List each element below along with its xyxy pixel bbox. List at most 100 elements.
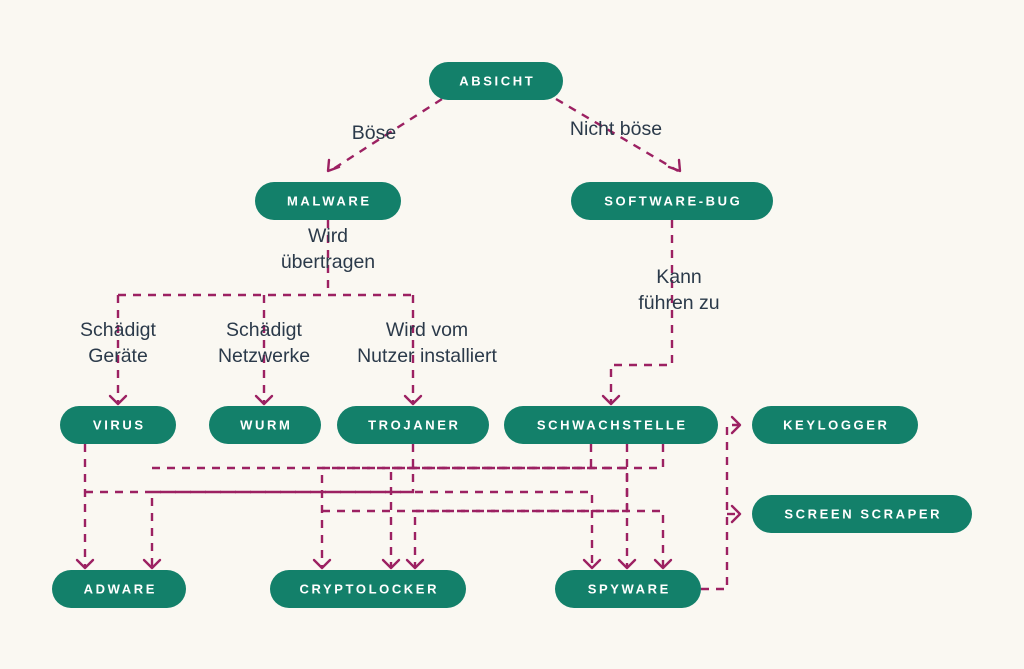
edge-cryptolocker-to-spyware <box>322 509 673 570</box>
node-shape[interactable] <box>270 570 466 608</box>
arrow-head-icon <box>403 394 423 406</box>
node-label-virus: VIRUS <box>93 417 146 432</box>
node-spyware[interactable]: SPYWARE <box>555 570 701 608</box>
edge-line <box>322 509 665 568</box>
node-shape[interactable] <box>555 570 701 608</box>
edge-line <box>152 466 629 568</box>
arrow-head-icon <box>381 558 401 570</box>
node-keylogger[interactable]: KEYLOGGER <box>752 406 918 444</box>
edges-layer <box>75 97 742 591</box>
node-label-malware: MALWARE <box>287 193 372 208</box>
node-cryptolocker[interactable]: CRYPTOLOCKER <box>270 570 466 608</box>
node-label-trojaner: TROJANER <box>368 417 460 432</box>
arrow-head-icon <box>405 558 425 570</box>
edge-virus-to-adware <box>75 444 95 570</box>
edge-trojaner-to-adware <box>142 444 415 570</box>
node-shape[interactable] <box>571 182 773 220</box>
edge-label-line: übertragen <box>281 251 375 273</box>
edge-label-line: Schädigt <box>226 319 302 341</box>
arrow-head-icon <box>75 558 95 570</box>
edge-spyware-to-keylogger <box>701 415 742 591</box>
edge-trojaner-to-spyware <box>85 490 602 570</box>
edge-label-wird-uebertragen: Wird übertragen <box>281 225 375 273</box>
edge-label-kann-fuehren-zu: Kann führen zu <box>638 266 719 314</box>
arrow-head-icon <box>254 394 274 406</box>
node-shape[interactable] <box>337 406 489 444</box>
edge-label-nicht-boese: Nicht böse <box>570 118 662 140</box>
edge-spyware-feed-a <box>405 444 629 570</box>
edge-absicht-to-malware <box>326 97 443 173</box>
edge-label-line: Netzwerke <box>218 345 310 367</box>
edge-line <box>701 423 740 591</box>
node-shape[interactable] <box>209 406 321 444</box>
arrow-head-icon <box>326 158 341 173</box>
node-label-adware: ADWARE <box>84 581 157 596</box>
edge-virus-to-cryptolocker <box>381 444 665 570</box>
node-software-bug[interactable]: SOFTWARE-BUG <box>571 182 773 220</box>
edge-schwachstelle-to-cryptolocker <box>312 444 593 570</box>
edge-label-line: Kann <box>656 266 702 288</box>
arrow-head-icon <box>142 558 162 570</box>
edge-line <box>150 444 415 568</box>
node-wurm[interactable]: WURM <box>209 406 321 444</box>
node-shape[interactable] <box>52 570 186 608</box>
node-virus[interactable]: VIRUS <box>60 406 176 444</box>
edge-label-line: führen zu <box>638 292 719 314</box>
node-shape[interactable] <box>504 406 718 444</box>
node-shape[interactable] <box>752 406 918 444</box>
edge-label-line: Wird <box>308 225 348 247</box>
arrow-head-icon <box>653 558 673 570</box>
node-shape[interactable] <box>429 62 563 100</box>
node-label-screenscraper: SCREEN SCRAPER <box>784 506 942 521</box>
edge-label-line: Nutzer installiert <box>357 345 497 367</box>
node-shape[interactable] <box>60 406 176 444</box>
edge-absicht-to-software-bug <box>555 97 682 173</box>
edge-bus-to-trojaner <box>403 295 423 406</box>
node-label-schwachstelle: SCHWACHSTELLE <box>537 417 688 432</box>
node-malware[interactable]: MALWARE <box>255 182 401 220</box>
edge-label-line: Böse <box>352 122 396 144</box>
node-label-keylogger: KEYLOGGER <box>783 417 889 432</box>
edge-label-line: Nicht böse <box>570 118 662 140</box>
node-adware[interactable]: ADWARE <box>52 570 186 608</box>
edge-line <box>329 97 443 173</box>
node-label-wurm: WURM <box>240 417 292 432</box>
edge-label-line: Wird vom <box>386 319 468 341</box>
node-screenscraper[interactable]: SCREEN SCRAPER <box>752 495 972 533</box>
edge-line <box>389 444 665 568</box>
node-shape[interactable] <box>255 182 401 220</box>
edge-bus-to-virus <box>108 295 128 406</box>
arrow-head-icon <box>582 558 602 570</box>
edge-label-boese: Böse <box>352 122 396 144</box>
edge-bus-to-wurm <box>254 295 274 406</box>
node-label-spyware: SPYWARE <box>588 581 671 596</box>
arrow-head-icon <box>617 558 637 570</box>
edge-software-bug-to-schwachstelle <box>601 220 674 406</box>
node-trojaner[interactable]: TROJANER <box>337 406 489 444</box>
edge-label-line: Schädigt <box>80 319 156 341</box>
arrow-head-icon <box>312 558 332 570</box>
edge-label-line: Geräte <box>88 345 148 367</box>
node-absicht[interactable]: ABSICHT <box>429 62 563 100</box>
edge-spyware-to-screenscraper <box>727 504 742 524</box>
arrow-head-icon <box>108 394 128 406</box>
edge-line <box>413 444 629 568</box>
arrow-head-icon <box>730 504 742 524</box>
arrow-head-icon <box>601 394 621 406</box>
edge-line <box>609 220 674 404</box>
edge-line <box>320 444 593 568</box>
edge-line <box>85 490 594 568</box>
arrow-head-icon <box>730 415 742 435</box>
arrow-head-icon <box>667 158 682 173</box>
node-schwachstelle[interactable]: SCHWACHSTELLE <box>504 406 718 444</box>
node-shape[interactable] <box>752 495 972 533</box>
node-label-absicht: ABSICHT <box>459 73 535 88</box>
node-label-cryptolocker: CRYPTOLOCKER <box>300 581 440 596</box>
node-label-software-bug: SOFTWARE-BUG <box>604 193 742 208</box>
